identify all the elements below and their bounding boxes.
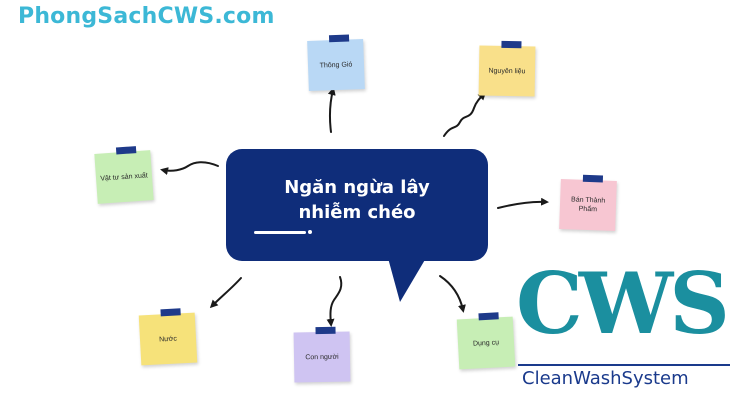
central-topic-bubble: Ngăn ngừa lây nhiễm chéo xyxy=(226,149,488,261)
note-con-nguoi: Con người xyxy=(293,326,351,383)
note-label: Bán Thành Phẩm xyxy=(570,196,606,214)
cws-logo-letters: CWS xyxy=(516,254,730,353)
cws-logo-subtitle: CleanWashSystem xyxy=(522,368,689,389)
cws-logo-line xyxy=(518,364,730,366)
site-title[interactable]: PhongSachCWS.com xyxy=(18,4,275,29)
note-label: Nguyên liệu xyxy=(488,67,526,75)
tape xyxy=(315,326,336,335)
arrow-to-vat-tu xyxy=(160,161,219,175)
arrow-to-ban-thanh-pham xyxy=(497,197,549,209)
note-label: Nước xyxy=(158,335,178,343)
bubble-underline xyxy=(254,231,306,234)
tape xyxy=(478,312,499,321)
tape xyxy=(115,146,137,155)
arrow-to-nuoc xyxy=(209,277,242,309)
tape xyxy=(501,40,522,49)
tape xyxy=(582,174,604,183)
note-ban-thanh-pham: Bán Thành Phẩm xyxy=(559,174,617,231)
bubble-tail xyxy=(388,258,426,302)
note-dung-cu: Dụng cụ xyxy=(456,312,516,370)
central-topic-text: Ngăn ngừa lây nhiễm chéo xyxy=(226,175,488,225)
note-thong-gio: Thông Gió xyxy=(307,34,365,91)
arrow-to-thong-gio xyxy=(327,87,336,133)
note-label: Dụng cụ xyxy=(472,338,500,348)
note-nuoc: Nước xyxy=(138,308,198,366)
arrow-to-nguyen-lieu xyxy=(443,91,487,137)
bubble-dot xyxy=(308,230,312,234)
tape xyxy=(328,34,350,43)
note-label: Vật tư sản xuất xyxy=(100,171,148,183)
central-topic-line2: nhiễm chéo xyxy=(298,202,416,223)
note-label: Thông Gió xyxy=(319,60,353,70)
cws-logo: CWS CleanWashSystem xyxy=(510,254,732,394)
central-topic-line1: Ngăn ngừa lây xyxy=(284,177,430,198)
note-vat-tu-san-xuat: Vật tư sản xuất xyxy=(94,146,154,204)
note-nguyen-lieu: Nguyên liệu xyxy=(478,40,536,97)
arrow-to-dung-cu xyxy=(439,275,466,313)
note-label: Con người xyxy=(305,353,339,361)
arrow-to-con-nguoi xyxy=(326,276,343,327)
tape xyxy=(160,308,181,317)
